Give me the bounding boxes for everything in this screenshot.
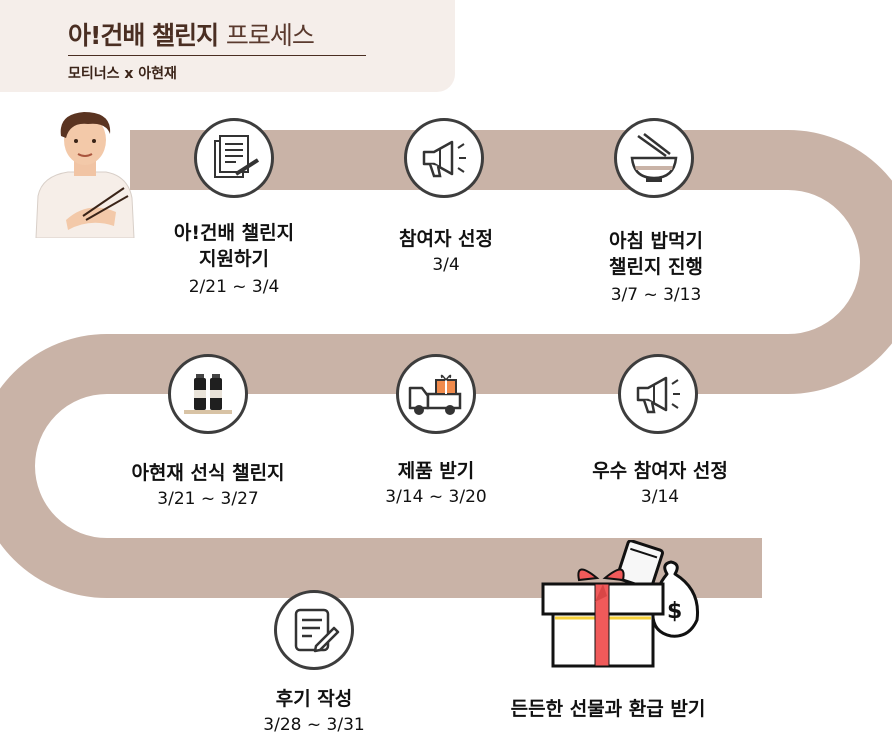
review-note-icon xyxy=(294,608,340,653)
step-3-label-line2: 챌린지 진행 xyxy=(608,256,703,278)
step-2-date: 3/4 xyxy=(432,255,460,275)
step-icon-product xyxy=(168,354,248,434)
svg-text:$: $ xyxy=(667,599,682,624)
step-7-label: 후기 작성 xyxy=(275,688,353,710)
step-2-label: 참여자 선정 xyxy=(398,228,493,250)
step-3-date: 3/7 ~ 3/13 xyxy=(610,285,702,305)
gift-box-money-icon: $ xyxy=(541,540,700,668)
step-4-label: 우수 참여자 선정 xyxy=(592,460,728,482)
rice-bowl-chopsticks-icon xyxy=(630,133,678,182)
step-1-label-line2: 지원하기 xyxy=(199,248,269,270)
delivery-truck-gift-icon xyxy=(408,374,462,415)
person-illustration xyxy=(35,112,135,238)
step-1-label: 아!건배 챌린지 지원하기 xyxy=(134,220,334,272)
step-icon-review xyxy=(274,590,354,670)
step-7-date: 3/28 ~ 3/31 xyxy=(263,715,365,735)
step-icon-rice-bowl xyxy=(614,118,694,198)
title-bold: 아!건배 챌린지 xyxy=(68,21,219,50)
title-light: 프로세스 xyxy=(225,21,315,50)
step-5-label: 제품 받기 xyxy=(397,460,475,482)
step-5-date: 3/14 ~ 3/20 xyxy=(385,487,487,507)
product-bottles-icon xyxy=(184,374,232,414)
page-subtitle: 모티너스 x 아현재 xyxy=(68,66,177,82)
step-8-label: 든든한 선물과 환급 받기 xyxy=(510,698,706,720)
step-3-label-line1: 아침 밥먹기 xyxy=(608,230,703,252)
step-icon-megaphone xyxy=(404,118,484,198)
step-4-date: 3/14 xyxy=(640,487,680,507)
megaphone-icon xyxy=(422,140,466,178)
step-icon-megaphone-2 xyxy=(618,354,698,434)
step-icon-document xyxy=(194,118,274,198)
header-panel xyxy=(0,0,455,92)
step-1-date: 2/21 ~ 3/4 xyxy=(188,277,280,297)
step-3-label: 아침 밥먹기 챌린지 진행 xyxy=(556,228,756,280)
step-6-date: 3/21 ~ 3/27 xyxy=(157,489,259,509)
step-6-label: 아현재 선식 챌린지 xyxy=(131,462,285,484)
title-underline xyxy=(68,55,366,56)
step-1-label-line1: 아!건배 챌린지 xyxy=(173,222,295,244)
step-icon-truck xyxy=(396,354,476,434)
document-pen-icon xyxy=(214,135,260,178)
page-title: 아!건배 챌린지 프로세스 xyxy=(68,16,315,52)
megaphone-icon xyxy=(636,376,680,414)
